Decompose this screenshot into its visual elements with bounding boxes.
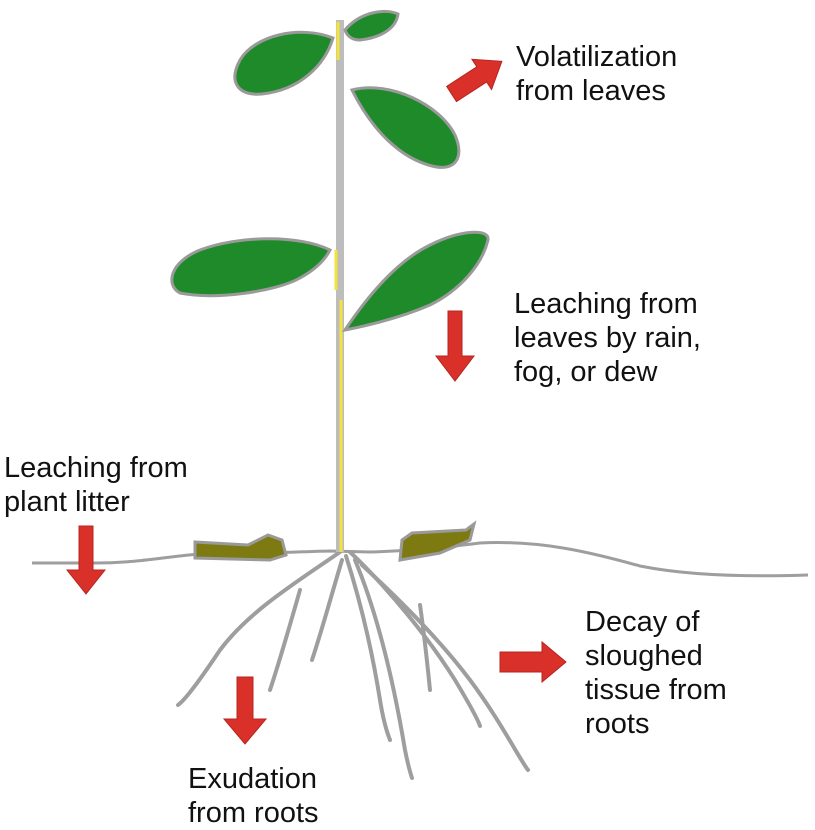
leaf xyxy=(170,237,333,298)
label-volatilization: Volatilization from leaves xyxy=(516,41,678,107)
root xyxy=(176,550,342,707)
leaching-litter-arrow xyxy=(65,525,107,595)
root xyxy=(344,554,392,742)
plant-stem xyxy=(334,20,344,552)
volatilization-arrow xyxy=(445,58,503,103)
exudation-arrow xyxy=(222,676,268,745)
root xyxy=(353,558,414,780)
label-leaching-from-leaves: Leaching from leaves by rain, fog, or de… xyxy=(514,288,701,388)
litter-piece xyxy=(398,520,477,562)
label-leaching-from-litter: Leaching from plant litter xyxy=(4,452,188,518)
litter-piece xyxy=(193,533,288,562)
root xyxy=(268,588,302,692)
leaf xyxy=(341,230,490,333)
plant-litter xyxy=(193,520,477,562)
root xyxy=(310,558,344,662)
leaves xyxy=(170,9,490,333)
leaf xyxy=(349,86,461,169)
root xyxy=(360,563,530,772)
leaching-leaves-arrow xyxy=(434,310,476,382)
label-decay-of-root-tissue: Decay of sloughed tissue from roots xyxy=(585,606,727,740)
decay-arrow xyxy=(499,640,567,684)
leaf xyxy=(233,30,335,96)
arrows xyxy=(65,58,567,745)
label-exudation: Exudation from roots xyxy=(188,763,319,829)
root-system xyxy=(176,550,530,780)
leaf xyxy=(343,9,400,42)
root xyxy=(418,603,432,692)
